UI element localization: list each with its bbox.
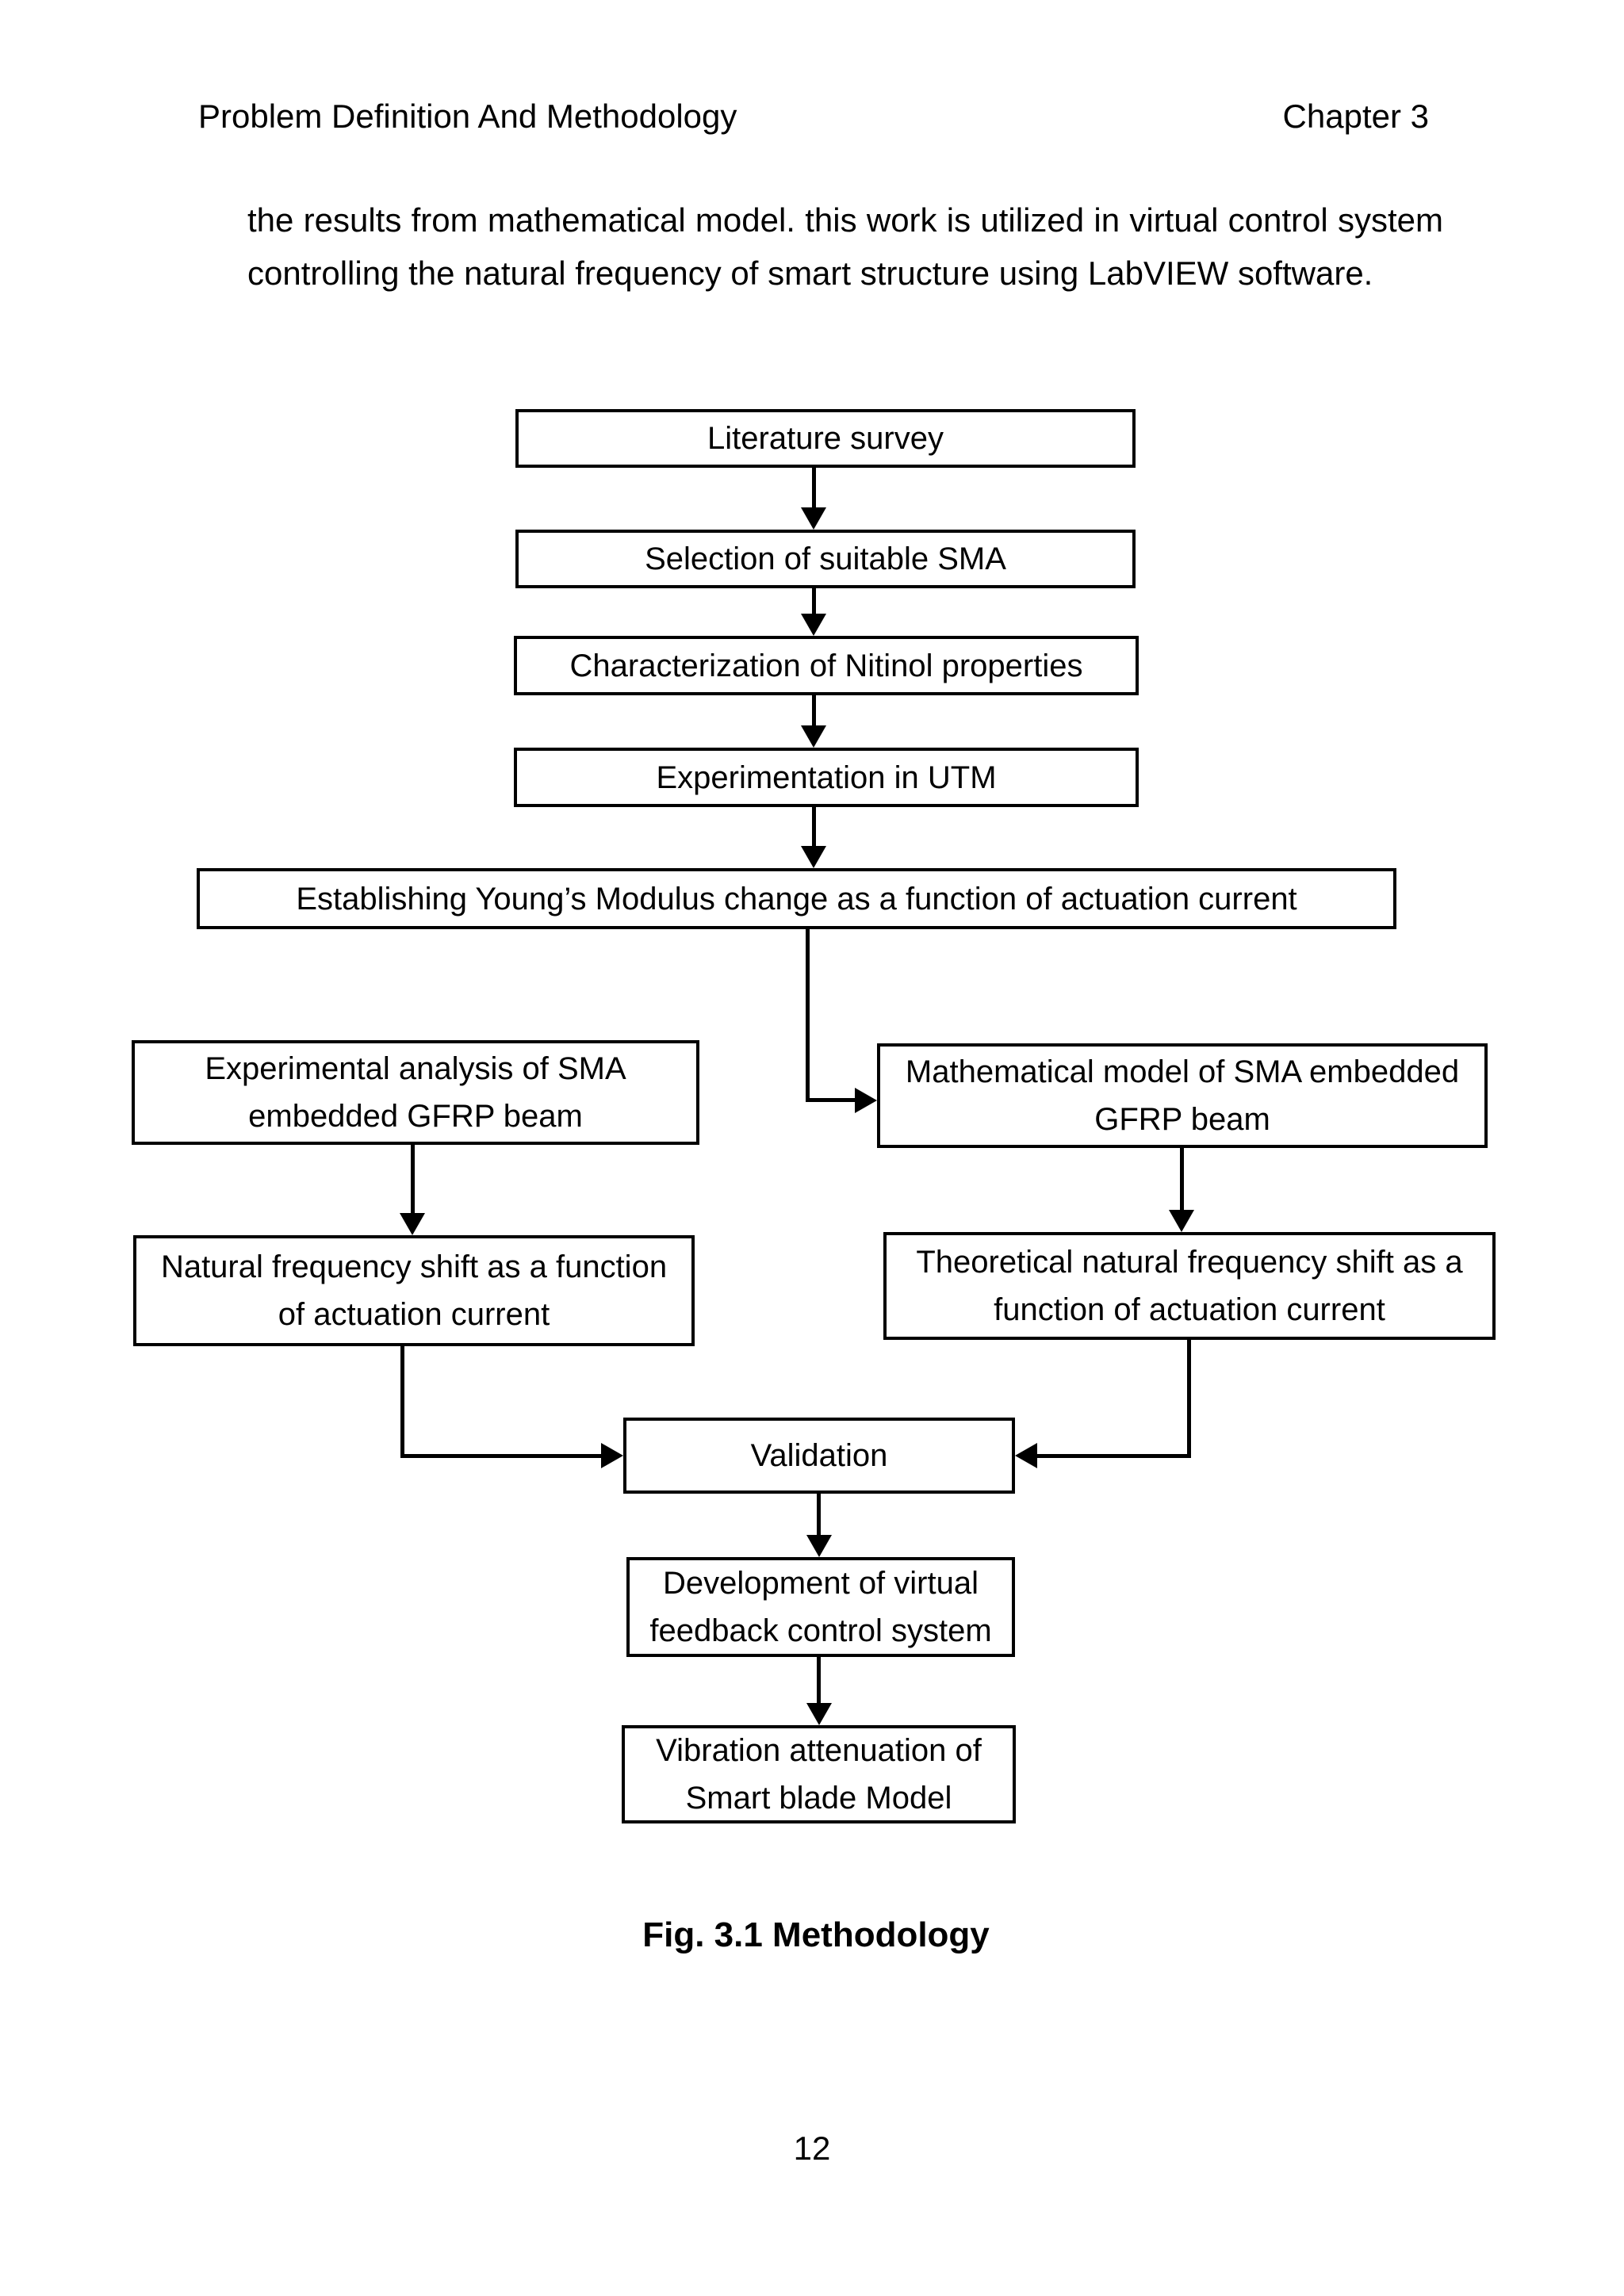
arrow-line-modulus-elbow-horizontal [806,1098,856,1102]
flow-node-experimentation-utm: Experimentation in UTM [514,748,1139,807]
body-text-line-1: the results from mathematical model. thi… [247,201,1443,239]
arrowhead-theoretical-to-validation [1015,1443,1037,1468]
arrowhead-characterization-to-utm [801,725,826,748]
flow-node-youngs-modulus: Establishing Young’s Modulus change as a… [197,868,1396,929]
arrowhead-development-to-vibration [806,1703,832,1725]
arrowhead-experimental-to-frequency [400,1213,425,1235]
arrow-line-utm-to-modulus [812,807,816,846]
figure-caption: Fig. 3.1 Methodology [642,1915,990,1954]
flow-node-natural-frequency-shift: Natural frequency shift as a function of… [133,1235,695,1346]
arrow-line-mathematical-to-theoretical [1180,1148,1184,1210]
flow-node-feedback-control: Development of virtual feedback control … [626,1557,1015,1657]
arrow-line-frequency-elbow-vertical [400,1346,404,1458]
arrow-line-characterization-to-utm [812,695,816,725]
arrow-line-frequency-elbow-horizontal [400,1454,601,1458]
arrowhead-frequency-to-validation [601,1443,623,1468]
header-chapter-label: Chapter 3 [1282,98,1429,135]
flow-node-experimental-analysis: Experimental analysis of SMA embedded GF… [132,1040,699,1145]
arrowhead-modulus-to-mathematical-model [855,1088,877,1113]
flow-node-mathematical-model: Mathematical model of SMA embedded GFRP … [877,1043,1488,1148]
arrow-line-development-to-vibration [817,1657,821,1703]
header-section-title: Problem Definition And Methodology [198,98,737,135]
flow-node-selection-sma: Selection of suitable SMA [515,530,1136,588]
arrowhead-validation-to-development [806,1535,832,1557]
flow-node-characterization-nitinol: Characterization of Nitinol properties [514,636,1139,695]
arrow-line-theoretical-elbow-vertical [1187,1340,1191,1458]
arrow-line-survey-to-selection [812,468,816,507]
arrow-line-experimental-to-frequency [411,1145,415,1213]
flow-node-literature-survey: Literature survey [515,409,1136,468]
body-paragraph: the results from mathematical model. thi… [247,193,1443,300]
arrowhead-utm-to-modulus [801,846,826,868]
arrow-line-modulus-elbow-vertical [806,929,810,1102]
arrowhead-survey-to-selection [801,507,826,530]
arrow-line-validation-to-development [817,1494,821,1535]
page-number: 12 [793,2130,831,2167]
arrowhead-selection-to-characterization [801,614,826,636]
arrow-line-selection-to-characterization [812,588,816,614]
arrowhead-mathematical-to-theoretical [1169,1210,1194,1232]
arrow-line-theoretical-elbow-horizontal [1037,1454,1191,1458]
body-text-line-2: controlling the natural frequency of sma… [247,254,1373,292]
flow-node-vibration-attenuation: Vibration attenuation of Smart blade Mod… [622,1725,1016,1823]
flow-node-validation: Validation [623,1418,1015,1494]
running-header: Problem Definition And Methodology Chapt… [198,97,1429,136]
flow-node-theoretical-frequency-shift: Theoretical natural frequency shift as a… [883,1232,1496,1340]
